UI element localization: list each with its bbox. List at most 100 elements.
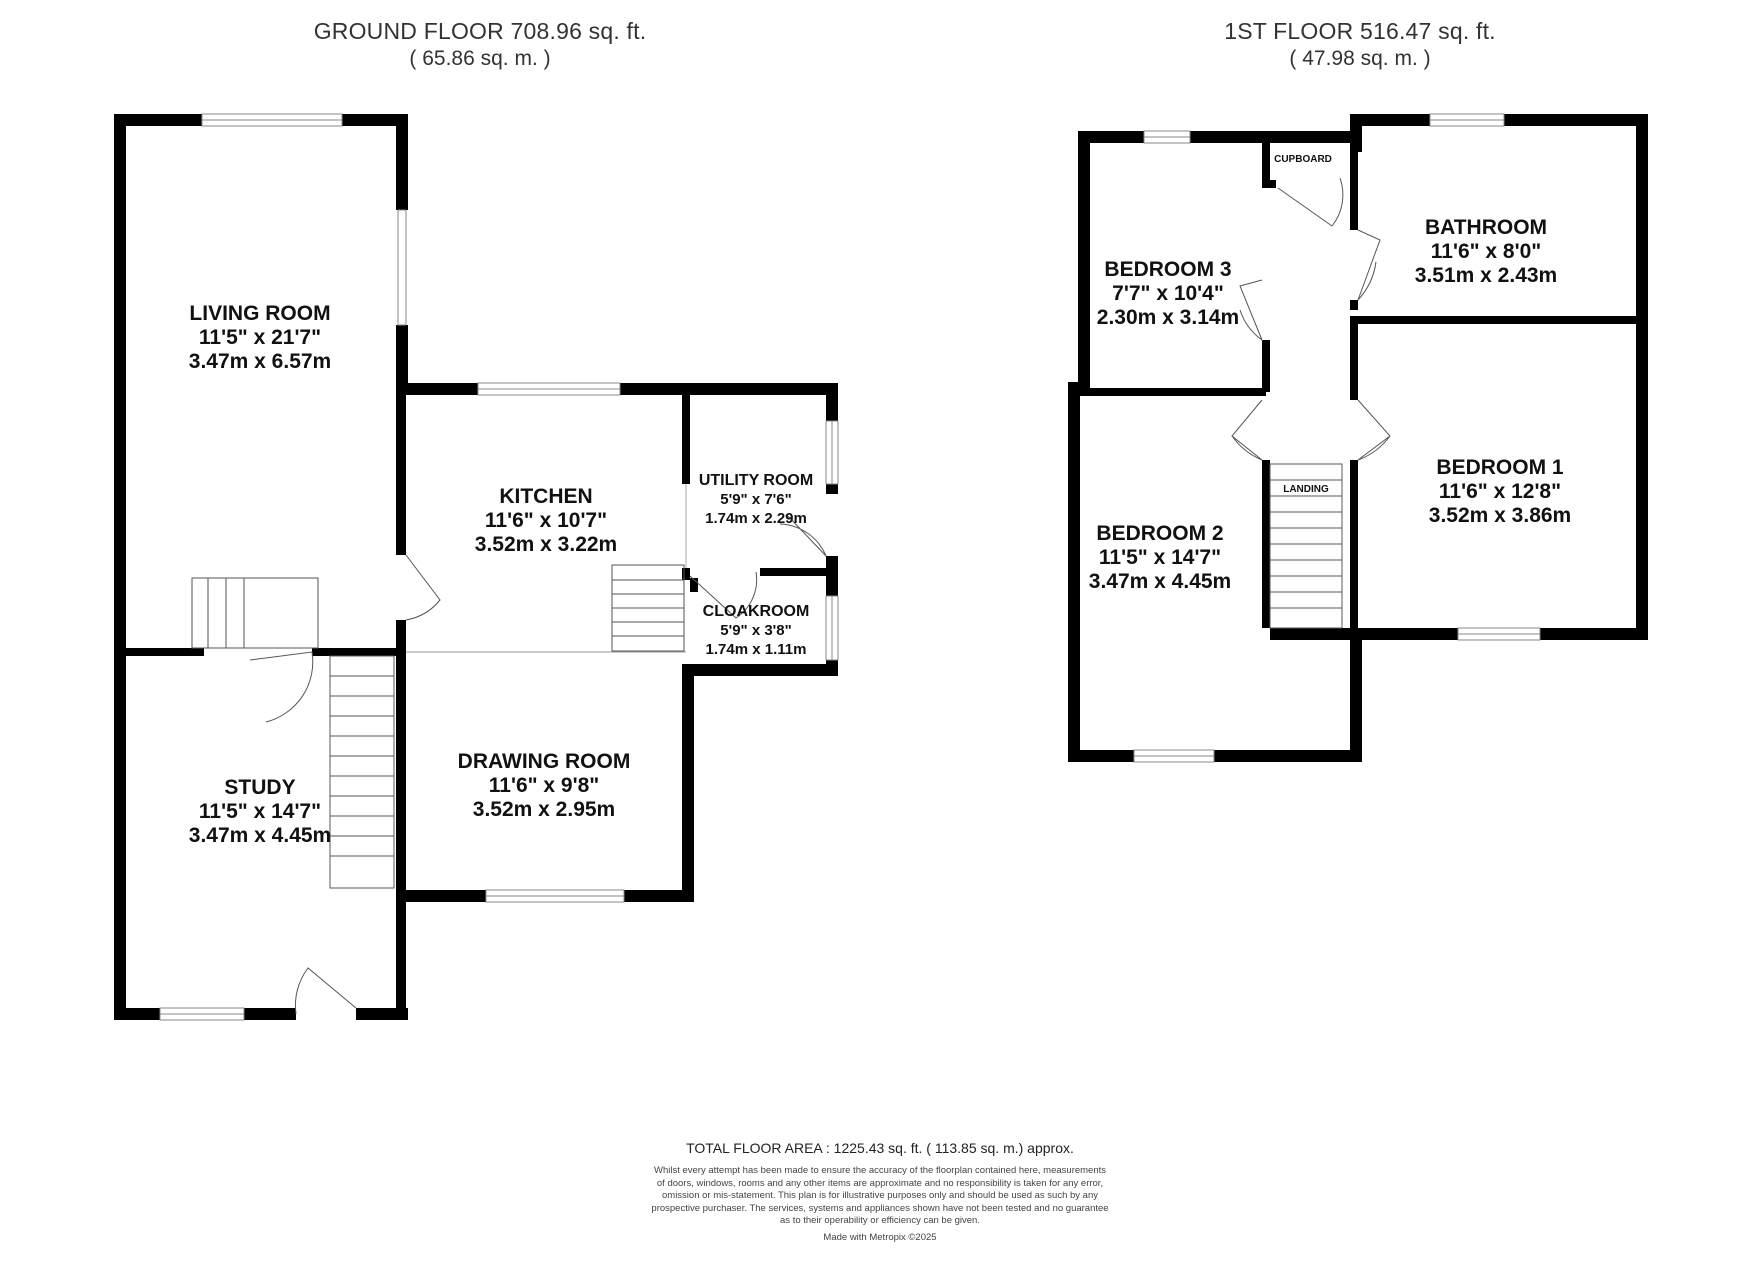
room-metric-living: 3.47m x 6.57m (189, 350, 331, 373)
staircase (191, 577, 319, 649)
door-swing (779, 515, 827, 557)
room-metric-utility: 1.74m x 2.29m (705, 510, 807, 527)
wall (1270, 628, 1362, 640)
wall (114, 114, 202, 126)
stair-treads (330, 675, 394, 857)
wall (1214, 750, 1362, 762)
room-name-kitchen: KITCHEN (499, 485, 592, 508)
wall (1080, 388, 1266, 396)
room-imperial-utility: 5'9" x 7'6" (720, 491, 791, 508)
room-metric-bedroom2: 3.47m x 4.45m (1089, 570, 1231, 593)
room-name-bedroom3: BEDROOM 3 (1104, 258, 1231, 281)
wall (1636, 114, 1648, 640)
wall (682, 392, 690, 484)
wall (396, 383, 478, 395)
wall (620, 383, 838, 395)
door-swing (1357, 229, 1381, 301)
wall (1068, 382, 1080, 762)
wall (760, 568, 838, 576)
wall (356, 1008, 408, 1020)
door-swing (689, 571, 758, 619)
ground-floor-title: GROUND FLOOR 708.96 sq. ft. (313, 18, 647, 44)
room-name-bedroom1: BEDROOM 1 (1436, 456, 1564, 479)
wall (1078, 131, 1090, 391)
wall (396, 620, 406, 660)
wall (396, 648, 406, 1020)
room-imperial-bedroom3: 7'7" x 10'4" (1112, 282, 1224, 305)
cupboard-label: CUPBOARD (1274, 154, 1332, 165)
room-imperial-kitchen: 11'6" x 10'7" (485, 509, 607, 532)
total-floor-area: TOTAL FLOOR AREA : 1225.43 sq. ft. ( 113… (686, 1140, 1074, 1156)
ground-floor-plan (114, 114, 838, 1020)
wall (826, 383, 838, 421)
wall (396, 325, 408, 395)
room-imperial-drawing: 11'6" x 9'8" (489, 774, 600, 797)
ground-floor-windows (159, 113, 839, 1021)
room-imperial-living: 11'5" x 21'7" (199, 326, 321, 349)
wall (396, 395, 406, 555)
door-swing (1357, 399, 1391, 461)
wall (682, 664, 838, 676)
first-floor-plan (1068, 114, 1648, 762)
first-floor-area-metric: ( 47.98 sq. m. ) (1289, 47, 1431, 70)
door-swing (1239, 279, 1264, 342)
wall (826, 484, 838, 494)
wall (1262, 340, 1270, 392)
first-floor-heading: 1ST FLOOR 516.47 sq. ft. ( 47.98 sq. m. … (1150, 18, 1570, 71)
room-name-utility: UTILITY ROOM (699, 472, 813, 489)
ground-floor-labels: LIVING ROOM 11'5" x 21'7" 3.47m x 6.57m … (189, 302, 813, 847)
wall (682, 664, 694, 902)
ground-floor-heading: GROUND FLOOR 708.96 sq. ft. ( 65.86 sq. … (240, 18, 720, 71)
room-name-study: STUDY (224, 776, 295, 799)
room-imperial-study: 11'5" x 14'7" (199, 800, 321, 823)
room-metric-bathroom: 3.51m x 2.43m (1415, 264, 1557, 287)
wall (1078, 131, 1144, 143)
room-metric-kitchen: 3.52m x 3.22m (475, 533, 617, 556)
sliding-door (397, 209, 407, 326)
landing-label: LANDING (1283, 484, 1329, 495)
wall (1350, 300, 1358, 310)
first-floor-fixtures (1231, 177, 1391, 629)
wall (1262, 180, 1276, 188)
disclaimer-line: as to their operability or efficiency ca… (780, 1215, 980, 1226)
wall (1504, 114, 1648, 126)
wall (690, 578, 698, 592)
first-floor-title: 1ST FLOOR 516.47 sq. ft. (1224, 18, 1496, 44)
room-imperial-cloakroom: 5'9" x 3'8" (720, 622, 791, 639)
wall (396, 890, 486, 902)
wall (624, 890, 694, 902)
wall (1350, 316, 1648, 324)
door-swing (294, 967, 357, 1015)
room-metric-study: 3.47m x 4.45m (189, 824, 331, 847)
disclaimer-line: of doors, windows, rooms and any other i… (656, 1177, 1104, 1189)
wall (1262, 140, 1270, 180)
room-name-drawing: DRAWING ROOM (458, 750, 631, 773)
first-floor-labels: BEDROOM 3 7'7" x 10'4" 2.30m x 3.14m BAT… (1089, 154, 1571, 593)
wall (1350, 150, 1358, 230)
wall (114, 1008, 160, 1020)
staircase (1269, 463, 1343, 629)
wall (1068, 750, 1134, 762)
wall (1350, 628, 1458, 640)
ground-floor-fixtures (191, 484, 827, 1015)
wall (1350, 460, 1358, 640)
room-imperial-bathroom: 11'6" x 8'0" (1431, 240, 1542, 263)
wall (1350, 114, 1430, 126)
room-imperial-bedroom1: 11'6" x 12'8" (1439, 480, 1561, 503)
wall (682, 568, 690, 580)
room-imperial-bedroom2: 11'5" x 14'7" (1099, 546, 1221, 569)
disclaimer-line: prospective purchaser. The services, sys… (651, 1202, 1109, 1214)
room-name-living: LIVING ROOM (189, 302, 330, 325)
wall (114, 648, 204, 656)
disclaimer-line: omission or mis-statement. This plan is … (662, 1190, 1098, 1201)
wall (1190, 131, 1354, 143)
disclaimer-line: Whilst every attempt has been made to en… (653, 1165, 1107, 1176)
wall (1350, 640, 1362, 762)
wall (312, 648, 402, 656)
room-metric-cloakroom: 1.74m x 1.11m (706, 641, 807, 658)
door-swing (1277, 177, 1344, 227)
door-swing (1231, 399, 1263, 461)
wall (342, 114, 408, 126)
room-metric-drawing: 3.52m x 2.95m (473, 798, 615, 821)
